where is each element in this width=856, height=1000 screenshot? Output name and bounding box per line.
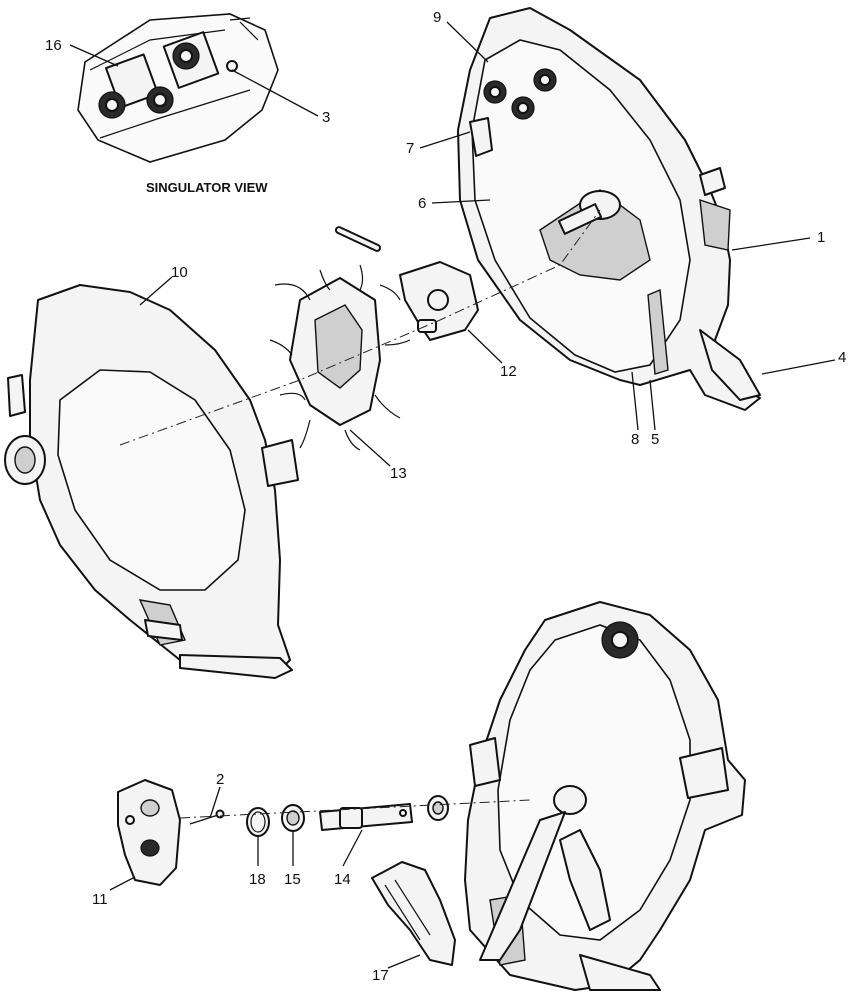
lower-housing-part <box>464 601 746 991</box>
callout-5: 5 <box>651 431 659 448</box>
callout-16: 16 <box>45 37 62 54</box>
hub-part-12 <box>399 261 479 341</box>
brush-part-13 <box>269 264 411 451</box>
snap-ring-part-18 <box>246 807 270 837</box>
callout-12: 12 <box>500 363 517 380</box>
callout-7: 7 <box>406 140 414 157</box>
callout-6: 6 <box>418 195 426 212</box>
shaft-part-14 <box>319 803 413 831</box>
callout-3: 3 <box>322 109 330 126</box>
callout-11: 11 <box>92 891 108 908</box>
callout-1: 1 <box>817 229 825 246</box>
callout-18: 18 <box>249 871 266 888</box>
pin-part <box>334 226 382 252</box>
bearing-part-15 <box>281 804 305 832</box>
callout-9: 9 <box>433 9 441 26</box>
clip-part-17 <box>371 861 456 966</box>
washer-part <box>427 795 449 821</box>
callout-4: 4 <box>838 349 846 366</box>
housing-part-1 <box>457 7 761 411</box>
callout-17: 17 <box>372 967 389 984</box>
callout-13: 13 <box>390 465 407 482</box>
callout-10: 10 <box>171 264 188 281</box>
callout-15: 15 <box>284 871 301 888</box>
leader-lines <box>69 21 836 969</box>
bracket-part-11 <box>117 779 181 886</box>
singulator-view-caption: SINGULATOR VIEW <box>146 180 268 195</box>
callout-2: 2 <box>216 771 224 788</box>
callout-14: 14 <box>334 871 351 888</box>
cover-part-10 <box>4 284 299 679</box>
callout-8: 8 <box>631 431 639 448</box>
assembly-axis-lines <box>119 209 601 819</box>
singulator-view-illustration <box>77 13 279 163</box>
